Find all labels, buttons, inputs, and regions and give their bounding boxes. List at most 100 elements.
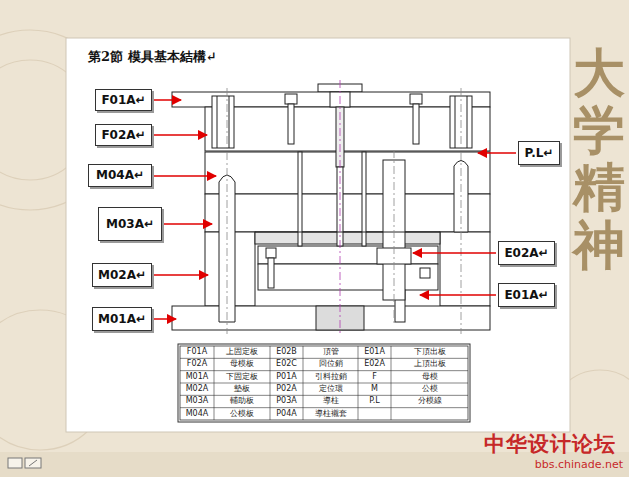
table-cell: 定位環	[303, 383, 358, 395]
callout-box: F01A↵	[95, 89, 152, 111]
slide-panel	[66, 38, 570, 432]
callout-arrows-part	[154, 134, 207, 136]
mold-drawing-part	[205, 152, 490, 194]
table-cell: M01A	[180, 371, 214, 383]
callout-arrows-part	[420, 294, 496, 296]
table-cell: 輔助板	[214, 395, 270, 407]
callout-box: E02A↵	[498, 241, 555, 265]
table-cell: P01A	[270, 371, 303, 383]
mold-drawing-part	[266, 248, 276, 258]
callout-box: F02A↵	[95, 124, 152, 146]
forum-url: bbs.chinade.net	[535, 458, 623, 471]
callout-label: E02A↵	[504, 246, 548, 260]
player-icons-part	[25, 458, 41, 468]
table-cell: 下頂出板	[391, 346, 468, 358]
table-cell: 導柱襯套	[303, 408, 358, 420]
callout-arrows-part	[478, 152, 516, 154]
player-icons-part	[8, 458, 22, 468]
mold-drawing-part	[285, 94, 297, 104]
table-cell: 公模	[391, 383, 468, 395]
table-cell: E01A	[358, 346, 391, 358]
table-cell: F	[358, 371, 391, 383]
table-cell: 頂管	[303, 346, 358, 358]
callout-arrows-part	[164, 223, 212, 225]
forum-watermark: 中华设计论坛	[484, 430, 616, 458]
center-lines-part	[394, 150, 395, 326]
table-cell: 母模	[391, 371, 468, 383]
table-cell: 回位銷	[303, 358, 358, 370]
callout-box: E01A↵	[498, 283, 555, 307]
callout-label: E01A↵	[504, 288, 548, 302]
callout-label: M01A↵	[98, 312, 146, 326]
mold-drawing-part	[288, 104, 294, 144]
table-cell: 上頂出板	[391, 358, 468, 370]
callout-box: M03A↵	[98, 207, 162, 241]
mold-drawing-part	[268, 258, 274, 288]
table-cell: 引料拉銷	[303, 371, 358, 383]
table-cell: M	[358, 383, 391, 395]
table-cell: 上固定板	[214, 346, 270, 358]
table-cell: M02A	[180, 383, 214, 395]
background-decor	[0, 30, 629, 477]
center-lines-part	[461, 88, 462, 334]
table-cell: E02B	[270, 346, 303, 358]
mold-drawing-part	[212, 96, 234, 148]
table-cell: 分模線	[391, 395, 468, 407]
mold-drawing-part	[255, 232, 440, 233]
legend-table-grid-part	[180, 346, 468, 420]
mold-drawing-part	[258, 246, 438, 264]
mold-drawing-part	[205, 107, 490, 151]
table-cell: P04A	[270, 408, 303, 420]
callout-arrows-part	[154, 318, 176, 320]
calligraphy-watermark: 大学精神	[573, 44, 625, 273]
table-cell: M03A	[180, 395, 214, 407]
callout-arrows	[154, 100, 516, 319]
callout-arrows-part	[154, 274, 208, 276]
player-icons-part	[29, 460, 37, 466]
legend-table-grid	[178, 344, 470, 422]
legend-table-grid-part	[178, 344, 470, 422]
table-cell: F01A	[180, 346, 214, 358]
mold-drawing-part	[410, 94, 422, 104]
callout-box: M04A↵	[88, 164, 152, 187]
table-cell: E02A	[358, 358, 391, 370]
callout-arrows-part	[154, 99, 181, 101]
player-icons	[8, 458, 41, 468]
table-cell: M04A	[180, 408, 214, 420]
mold-drawing-part	[413, 104, 419, 144]
mold-drawing-part	[258, 264, 438, 290]
callout-label: F02A↵	[101, 128, 145, 142]
table-cell: 下固定板	[214, 371, 270, 383]
table-cell: 墊板	[214, 383, 270, 395]
callout-label: M02A↵	[98, 268, 146, 282]
table-cell: P02A	[270, 383, 303, 395]
mold-drawing-part	[255, 232, 440, 244]
table-cell: 導柱	[303, 395, 358, 407]
callout-label: M04A↵	[96, 168, 144, 182]
callout-box: M02A↵	[92, 263, 152, 287]
legend-table-grid-part	[180, 358, 468, 407]
mold-drawing	[172, 84, 490, 330]
center-lines-part	[340, 80, 341, 334]
table-cell: P03A	[270, 395, 303, 407]
callout-label: P.L↵	[525, 146, 554, 160]
callout-box: M01A↵	[92, 307, 152, 331]
table-cell: 公模板	[214, 408, 270, 420]
table-cell: P.L	[358, 395, 391, 407]
callout-box: P.L↵	[518, 141, 560, 165]
table-cell: F02A	[180, 358, 214, 370]
callout-arrows-part	[413, 252, 496, 254]
center-lines-part	[227, 88, 228, 334]
callout-label: M03A↵	[106, 217, 154, 231]
mold-drawing-part	[420, 268, 430, 278]
callout-label: F01A↵	[101, 93, 145, 107]
slide-title: 第2節 模具基本結構↵	[88, 49, 216, 65]
legend-table-grid-part	[214, 346, 391, 420]
mold-drawing-part	[205, 194, 490, 232]
table-cell: E02C	[270, 358, 303, 370]
center-lines	[227, 80, 461, 334]
callout-arrows-part	[154, 175, 216, 177]
table-cell: 母模板	[214, 358, 270, 370]
